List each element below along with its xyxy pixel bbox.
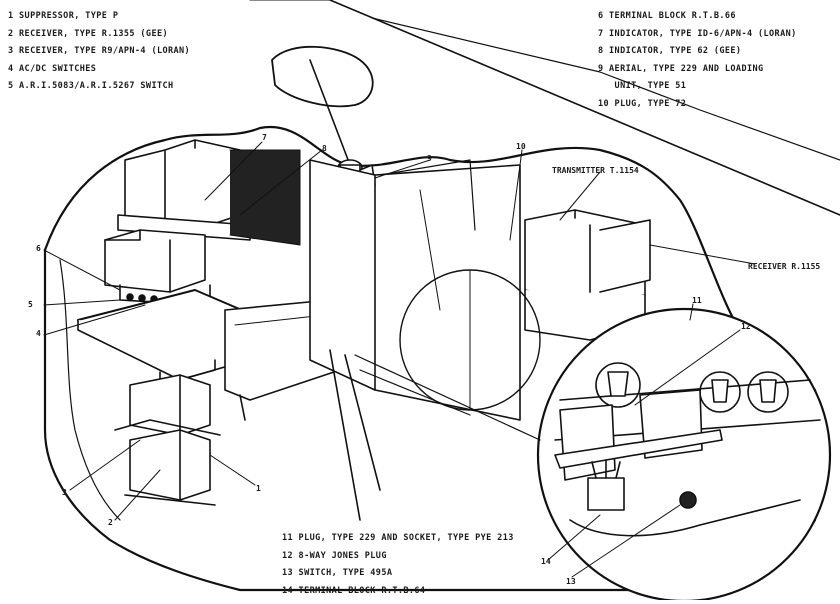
callout-6: 6 [36,244,41,253]
transmitter-receiver [524,209,651,341]
callout-14: 14 [541,557,551,566]
legend-item: 11 PLUG, TYPE 229 AND SOCKET, TYPE PYE 2… [282,533,514,543]
legend-item: 3 RECEIVER, TYPE R9/APN-4 (LORAN) [8,46,191,56]
legend-item: 10 PLUG, TYPE 72 [598,98,687,109]
legend-left: 1 SUPPRESSOR, TYPE P 2 RECEIVER, TYPE R.… [8,8,190,96]
legend-item: 1 SUPPRESSOR, TYPE P [8,11,119,21]
receiver-stack [104,229,211,306]
legend-item: 13 SWITCH, TYPE 495A [282,568,393,578]
legend-item: 4 AC/DC SWITCHES [8,63,97,74]
legend-item: UNIT, TYPE 51 [598,81,687,91]
leader-lines [43,141,756,578]
detail-circle [536,307,832,603]
callout-11: 11 [692,296,702,305]
callout-12: 12 [741,322,751,331]
callout-1: 1 [256,484,261,493]
callout-8: 8 [322,144,327,153]
callout-3: 3 [62,488,67,497]
legend-item: 14 TERMINAL BLOCK R.T.B.64 [282,585,426,596]
indicator-units [117,139,301,246]
callout-4: 4 [36,329,41,338]
legend-item: 7 INDICATOR, TYPE ID-6/APN-4 (LORAN) [598,28,797,39]
callout-13: 13 [566,577,576,586]
legend-item: 9 AERIAL, TYPE 229 AND LOADING [598,63,764,74]
fuselage-skin [249,0,840,216]
legend-item: 5 A.R.I.5083/A.R.I.5267 SWITCH [8,81,174,91]
callout-transmitter: TRANSMITTER T.1154 [552,166,639,175]
legend-item: 8 INDICATOR, TYPE 62 (GEE) [598,46,742,56]
callout-10: 10 [516,142,526,151]
callout-2: 2 [108,518,113,527]
lower-receivers [114,374,221,506]
callout-receiver: RECEIVER R.1155 [748,262,821,271]
bulkhead [309,159,521,521]
legend-bottom: 11 PLUG, TYPE 229 AND SOCKET, TYPE PYE 2… [282,530,514,600]
legend-item: 6 TERMINAL BLOCK R.T.B.66 [598,11,736,21]
cutaway-outline [43,125,817,592]
callout-5: 5 [28,300,33,309]
callout-7: 7 [262,133,267,142]
legend-item: 2 RECEIVER, TYPE R.1355 (GEE) [8,28,169,39]
floor-structure [354,159,541,441]
legend-right: 6 TERMINAL BLOCK R.T.B.66 7 INDICATOR, T… [598,8,797,113]
legend-item: 12 8-WAY JONES PLUG [282,550,387,561]
callout-9: 9 [427,154,432,163]
